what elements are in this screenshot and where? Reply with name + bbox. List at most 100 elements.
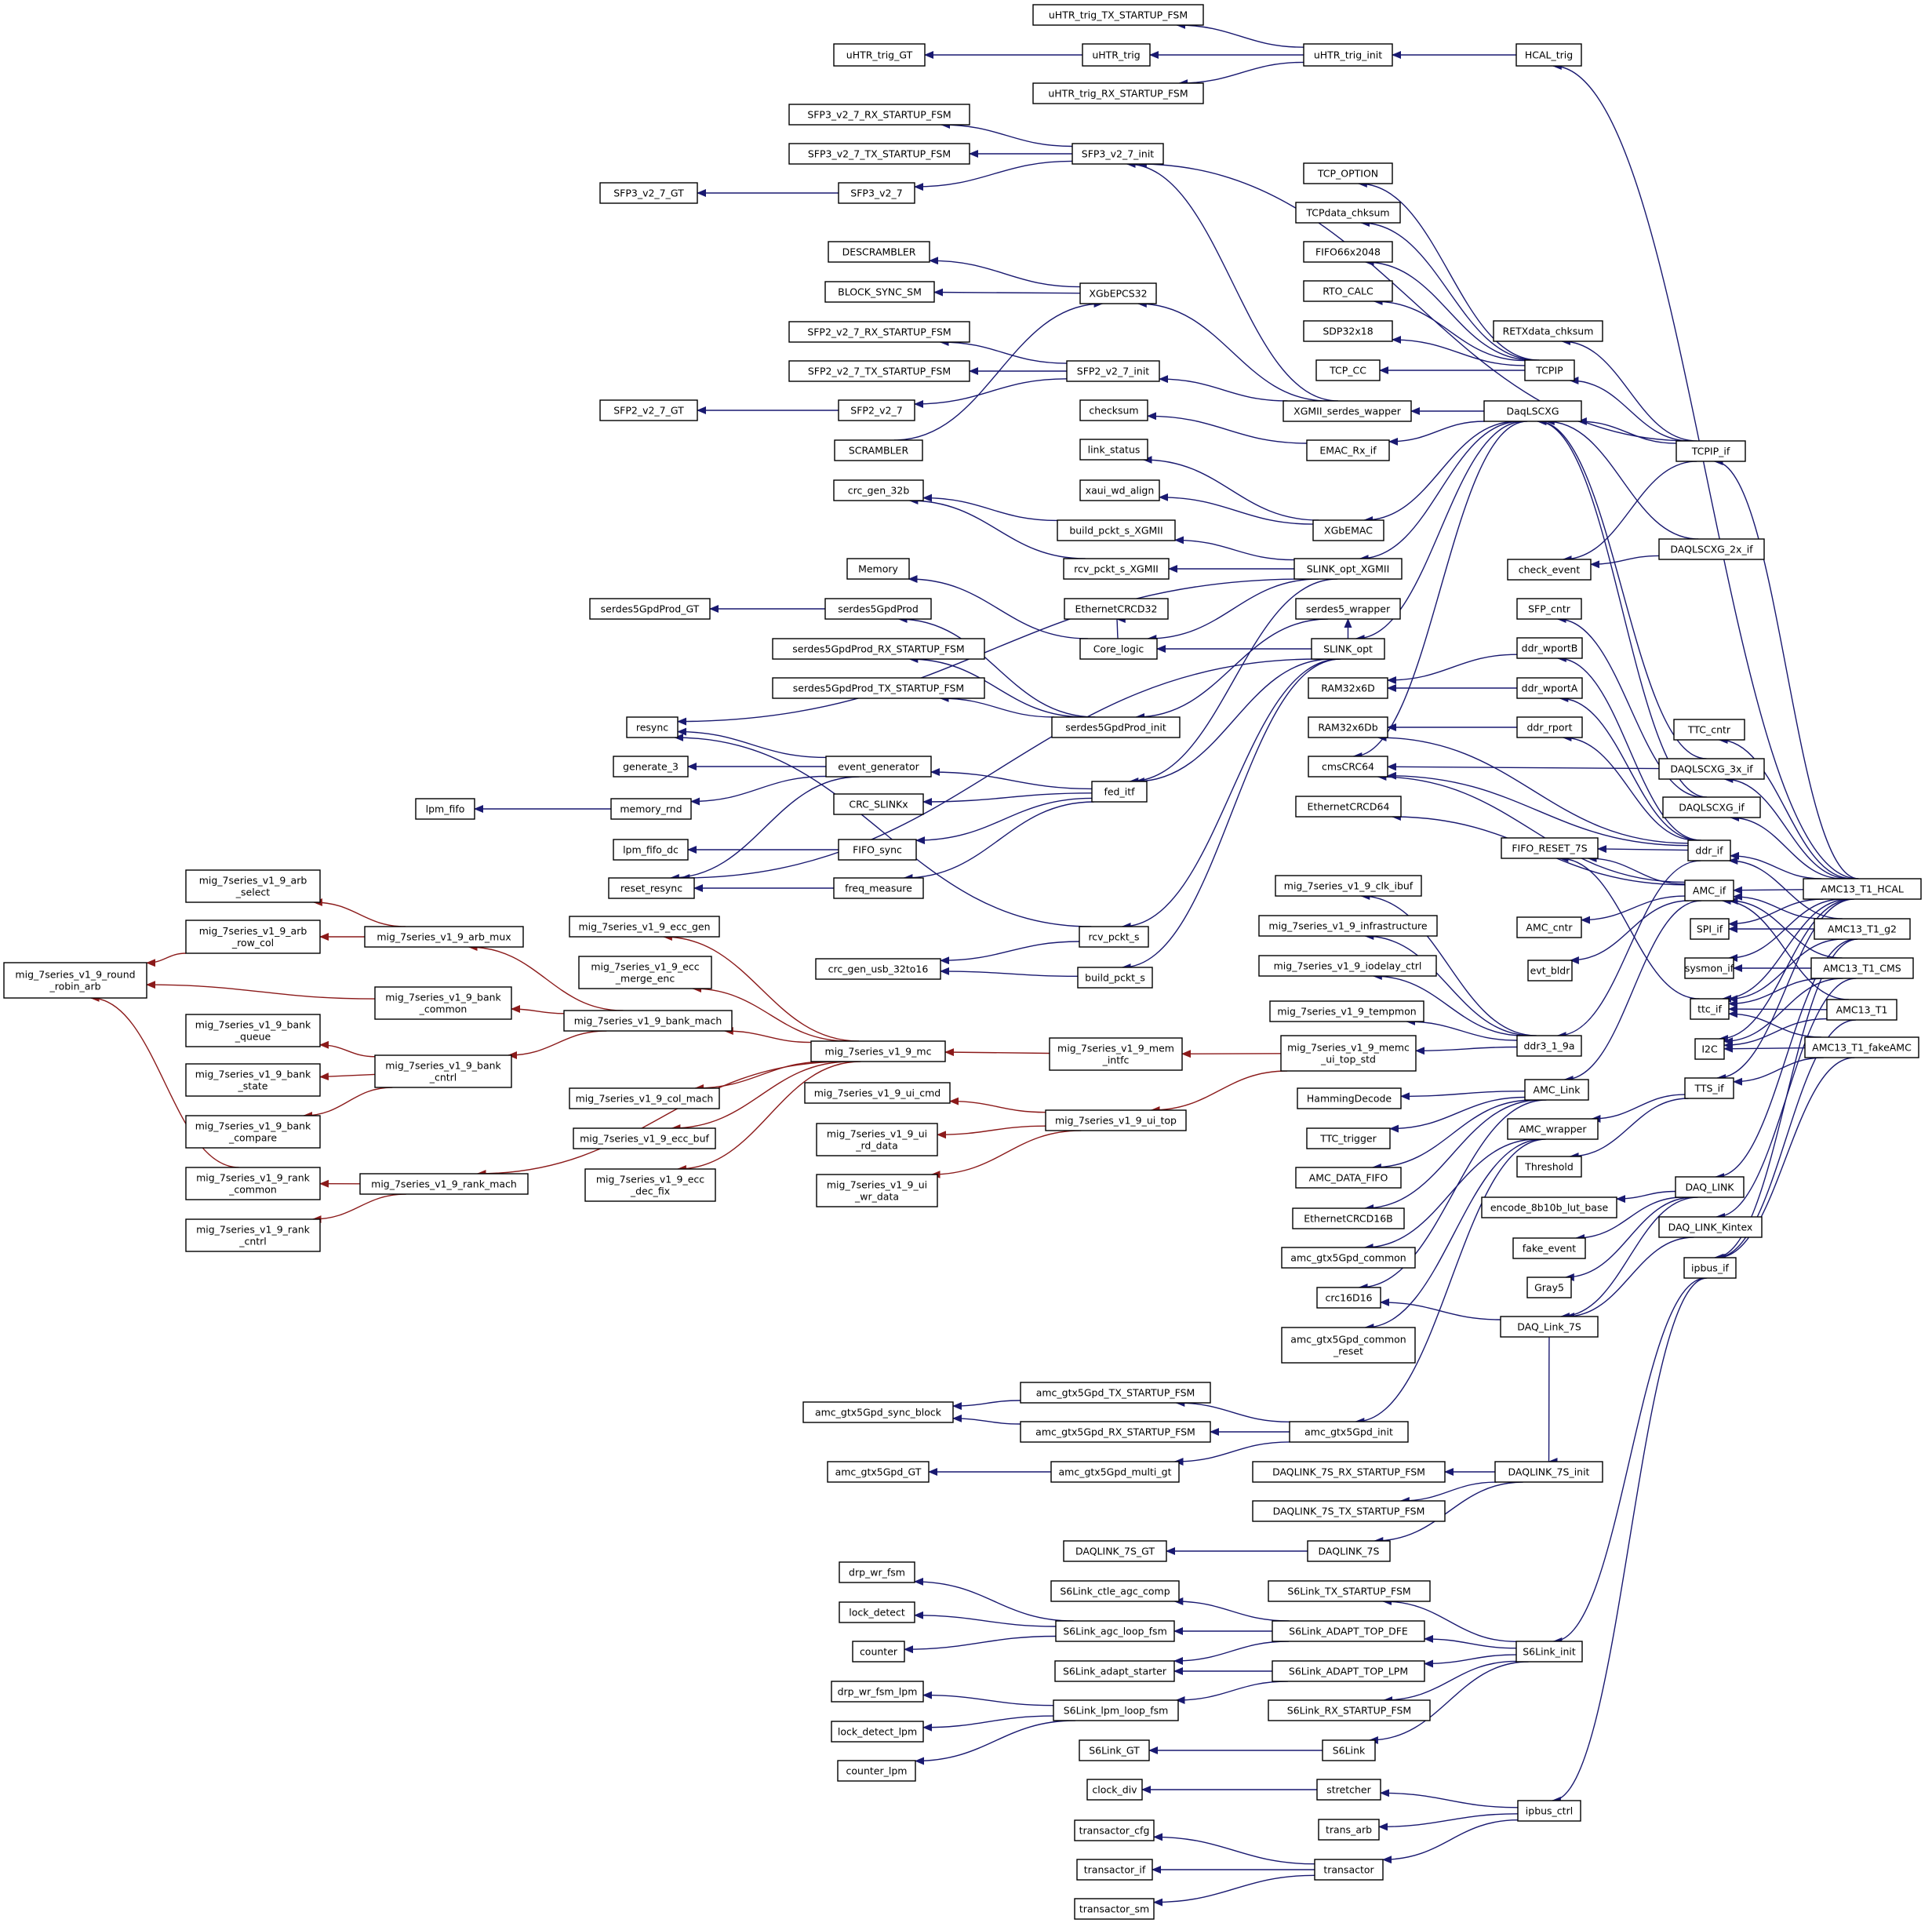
node-mig-arb-select[interactable]: mig_7series_v1_9_arb_select: [185, 869, 321, 903]
node-counter[interactable]: counter: [852, 1641, 905, 1663]
node-check-event[interactable]: check_event: [1507, 559, 1592, 581]
node-counter-lpm[interactable]: counter_lpm: [837, 1760, 916, 1782]
node-mig-iodelay[interactable]: mig_7series_v1_9_iodelay_ctrl: [1258, 955, 1437, 977]
node-s6-tx-fsm[interactable]: S6Link_TX_STARTUP_FSM: [1268, 1580, 1431, 1602]
node-s6-agc-loop[interactable]: S6Link_agc_loop_fsm: [1055, 1620, 1175, 1642]
node-amc13-hcal[interactable]: AMC13_T1_HCAL: [1803, 878, 1922, 900]
node-daq-link-7s[interactable]: DAQ_Link_7S: [1500, 1316, 1599, 1338]
node-mig-ui-top[interactable]: mig_7series_v1_9_ui_top: [1045, 1109, 1187, 1131]
node-s6-gt[interactable]: S6Link_GT: [1079, 1739, 1150, 1761]
node-sfp3-init[interactable]: SFP3_v2_7_init: [1072, 143, 1164, 165]
node-spi-if[interactable]: SPI_if: [1690, 918, 1730, 940]
node-xgbemac[interactable]: XGbEMAC: [1312, 519, 1384, 541]
node-amc-gtx-common[interactable]: amc_gtx5Gpd_common: [1281, 1247, 1416, 1269]
node-daqlscxg-if[interactable]: DAQLSCXG_if: [1662, 796, 1761, 818]
node-encode-8b10b[interactable]: encode_8b10b_lut_base: [1481, 1196, 1617, 1218]
node-tcpip[interactable]: TCPIP: [1524, 359, 1575, 381]
node-serdes5-rx[interactable]: serdes5GpdProd_RX_STARTUP_FSM: [772, 638, 985, 660]
node-mig-rank-common[interactable]: mig_7series_v1_9_rank_common: [185, 1167, 321, 1200]
node-mig-bank-cntrl[interactable]: mig_7series_v1_9_bank_cntrl: [374, 1054, 512, 1088]
node-stretcher[interactable]: stretcher: [1316, 1779, 1381, 1801]
node-daq-link[interactable]: DAQ_LINK: [1675, 1176, 1745, 1198]
node-link-status[interactable]: link_status: [1079, 439, 1148, 461]
node-amc13-cms[interactable]: AMC13_T1_CMS: [1810, 957, 1914, 979]
node-sfp3-tx[interactable]: SFP3_v2_7_TX_STARTUP_FSM: [788, 143, 970, 165]
node-event-gen[interactable]: event_generator: [825, 756, 932, 778]
node-fifo66[interactable]: FIFO66x2048: [1303, 241, 1393, 263]
node-ipbus-ctrl[interactable]: ipbus_ctrl: [1517, 1800, 1581, 1822]
node-mig-ui-cmd[interactable]: mig_7series_v1_9_ui_cmd: [804, 1082, 951, 1104]
node-rto-calc[interactable]: RTO_CALC: [1303, 280, 1393, 302]
node-mig-bank-common[interactable]: mig_7series_v1_9_bank_common: [374, 986, 512, 1020]
node-ethcrcd64[interactable]: EthernetCRCD64: [1295, 796, 1402, 818]
node-mig-ecc-buf[interactable]: mig_7series_v1_9_ecc_buf: [573, 1127, 716, 1149]
node-uhtr-rx-fsm[interactable]: uHTR_trig_RX_STARTUP_FSM: [1032, 82, 1204, 104]
node-tcpip-if[interactable]: TCPIP_if: [1675, 440, 1746, 462]
node-amc-wrapper[interactable]: AMC_wrapper: [1507, 1118, 1599, 1140]
node-uhtr-gt[interactable]: uHTR_trig_GT: [833, 43, 926, 67]
node-s6link[interactable]: S6Link: [1322, 1739, 1376, 1761]
node-amc-cntr[interactable]: AMC_cntr: [1516, 916, 1582, 938]
node-sfp3-rx[interactable]: SFP3_v2_7_RX_STARTUP_FSM: [788, 104, 970, 126]
node-ipbus-if[interactable]: ipbus_if: [1683, 1257, 1737, 1279]
node-mig-rank-cntrl[interactable]: mig_7series_v1_9_rank_cntrl: [185, 1218, 321, 1252]
node-mig-bank-queue[interactable]: mig_7series_v1_9_bank_queue: [185, 1014, 321, 1047]
node-sfp2-gt[interactable]: SFP2_v2_7_GT: [599, 399, 698, 421]
node-daqlscxg-2x[interactable]: DAQLSCXG_2x_if: [1658, 538, 1765, 560]
node-mig-round-robin[interactable]: mig_7series_v1_9_round_robin_arb: [3, 962, 147, 999]
node-mig-ui-rd[interactable]: mig_7series_v1_9_ui_rd_data: [816, 1123, 938, 1156]
node-lock-detect[interactable]: lock_detect: [839, 1601, 915, 1623]
node-daq-link-kintex[interactable]: DAQ_LINK_Kintex: [1658, 1216, 1763, 1238]
node-mig-bank-compare[interactable]: mig_7series_v1_9_bank_compare: [185, 1115, 321, 1149]
node-uhtr-init[interactable]: uHTR_trig_init: [1303, 43, 1393, 67]
node-mig-clk-ibuf[interactable]: mig_7series_v1_9_clk_ibuf: [1275, 875, 1422, 897]
node-slink-opt-xgmii[interactable]: SLINK_opt_XGMII: [1293, 558, 1403, 580]
node-daqlscxg[interactable]: DaqLSCXG: [1483, 400, 1582, 422]
node-generate-3[interactable]: generate_3: [613, 756, 689, 778]
node-hamming[interactable]: HammingDecode: [1297, 1087, 1402, 1109]
node-amc-gtx-rx-fsm[interactable]: amc_gtx5Gpd_RX_STARTUP_FSM: [1020, 1421, 1211, 1443]
node-mig-bank-mach[interactable]: mig_7series_v1_9_bank_mach: [563, 1010, 733, 1032]
node-threshold[interactable]: Threshold: [1516, 1156, 1582, 1178]
node-tcp-cc[interactable]: TCP_CC: [1315, 359, 1381, 381]
node-transactor-sm[interactable]: transactor_sm: [1074, 1898, 1155, 1920]
node-daqlscxg-3x[interactable]: DAQLSCXG_3x_if: [1658, 758, 1765, 780]
node-amc-if[interactable]: AMC_if: [1684, 880, 1734, 901]
node-hcal-trig[interactable]: HCAL_trig: [1515, 43, 1582, 67]
node-mig-ui-wr[interactable]: mig_7series_v1_9_ui_wr_data: [816, 1174, 938, 1207]
node-mig-ecc-gen[interactable]: mig_7series_v1_9_ecc_gen: [569, 916, 720, 938]
node-sfp2[interactable]: SFP2_v2_7: [838, 399, 915, 421]
node-s6-adapt-dfe[interactable]: S6Link_ADAPT_TOP_DFE: [1272, 1620, 1425, 1642]
node-daqlink7s-init[interactable]: DAQLINK_7S_init: [1494, 1461, 1603, 1483]
node-core-logic[interactable]: Core_logic: [1079, 638, 1158, 660]
node-daqlink7s-tx[interactable]: DAQLINK_7S_TX_STARTUP_FSM: [1252, 1500, 1446, 1522]
node-drp-wr-fsm[interactable]: drp_wr_fsm: [839, 1561, 915, 1583]
node-daqlink7s-gt[interactable]: DAQLINK_7S_GT: [1063, 1540, 1167, 1562]
node-block-sync[interactable]: BLOCK_SYNC_SM: [824, 281, 935, 303]
node-xaui-wd[interactable]: xaui_wd_align: [1079, 479, 1160, 501]
node-serdes5-gt[interactable]: serdes5GpdProd_GT: [589, 598, 711, 620]
node-amc-gtx-init[interactable]: amc_gtx5Gpd_init: [1289, 1421, 1409, 1443]
node-ethcrcd32[interactable]: EthernetCRCD32: [1064, 598, 1169, 620]
node-scrambler[interactable]: SCRAMBLER: [834, 439, 923, 461]
node-serdes5[interactable]: serdes5GpdProd: [824, 598, 932, 620]
node-amc-gtx-tx-fsm[interactable]: amc_gtx5Gpd_TX_STARTUP_FSM: [1020, 1382, 1211, 1404]
node-fifo-sync[interactable]: FIFO_sync: [838, 839, 917, 861]
node-memory[interactable]: Memory: [846, 558, 910, 580]
node-amc13-g2[interactable]: AMC13_T1_g2: [1814, 918, 1911, 940]
node-ttc-cntr[interactable]: TTC_cntr: [1673, 719, 1745, 741]
node-sfp-cntr[interactable]: SFP_cntr: [1516, 598, 1582, 620]
node-serdes5-tx[interactable]: serdes5GpdProd_TX_STARTUP_FSM: [772, 677, 985, 699]
node-uhtr-tx-fsm[interactable]: uHTR_trig_TX_STARTUP_FSM: [1032, 4, 1204, 26]
node-s6-adapt-lpm[interactable]: S6Link_ADAPT_TOP_LPM: [1272, 1660, 1425, 1682]
node-crc-gen-32b[interactable]: crc_gen_32b: [833, 479, 924, 501]
node-mig-ecc-dec[interactable]: mig_7series_v1_9_ecc_dec_fix: [584, 1168, 716, 1202]
node-ddr-if[interactable]: ddr_if: [1687, 839, 1731, 861]
node-retx-chksum[interactable]: RETXdata_chksum: [1493, 320, 1603, 342]
node-sfp2-init[interactable]: SFP2_v2_7_init: [1066, 360, 1160, 382]
node-mig-mem-intfc[interactable]: mig_7series_v1_9_mem_intfc: [1049, 1037, 1183, 1071]
node-transactor[interactable]: transactor: [1314, 1859, 1384, 1881]
node-xgmii-serdes[interactable]: XGMII_serdes_wapper: [1283, 400, 1412, 422]
node-clock-div[interactable]: clock_div: [1086, 1779, 1143, 1801]
node-freq-measure[interactable]: freq_measure: [833, 877, 924, 899]
